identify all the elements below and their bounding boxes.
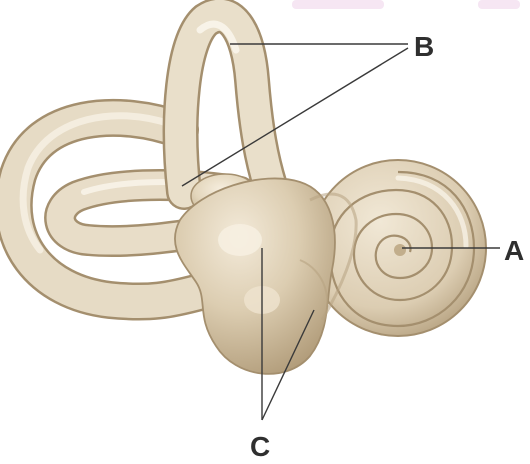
label-b: B <box>414 31 434 62</box>
top-smudge-right <box>478 0 520 9</box>
vestibule <box>175 178 335 373</box>
label-c: C <box>250 431 270 462</box>
label-a: A <box>504 235 524 266</box>
anterior-semicircular-canal <box>181 15 270 192</box>
top-smudge-left <box>292 0 384 9</box>
